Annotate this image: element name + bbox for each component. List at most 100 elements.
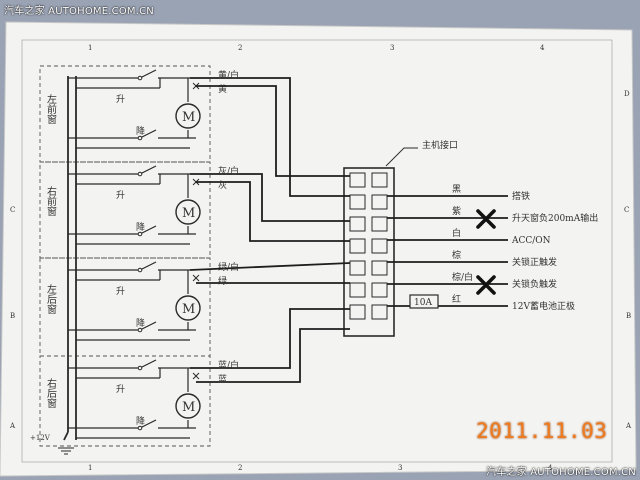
cross-mark-icon [476,209,496,229]
ground-icon [58,447,74,455]
wire-label-rear-right-2: 蓝 [218,373,227,385]
output-color-label: 紫 [452,206,461,217]
connector-label: 主机接口 [422,139,458,151]
window-wire [190,77,350,197]
svg-text:2: 2 [238,464,242,472]
connector-pin [371,260,388,276]
switch-contact [137,171,143,177]
output-name-label: 12V蓄电池正极 [512,300,575,312]
connector-pin [349,238,366,254]
fuse: 10A [409,294,439,309]
svg-text:2: 2 [238,44,242,52]
up-label: 升 [116,384,125,395]
svg-text:C: C [624,206,629,214]
ruler-right: D C B A [624,90,632,430]
output-color-label: 黑 [452,184,461,195]
common-bus [63,76,77,441]
window-wire [196,181,350,242]
down-label: 降 [136,317,145,329]
switch-contact [137,231,143,237]
window-front-right: 升降M [68,165,201,245]
main-connector [343,167,395,337]
connector-pin [349,260,366,276]
svg-text:B: B [626,312,631,320]
svg-text:1: 1 [88,44,92,52]
wire-label-front-left-1: 黄/白 [218,69,239,81]
up-switch-blade [139,359,157,369]
connector-pin [371,304,388,320]
connector-pin [371,238,388,254]
window-names: 左前窗 右前窗 左后窗 右后窗 [45,93,57,409]
down-switch-blade [139,321,157,331]
down-switch-blade [139,419,157,429]
motor-symbol: M [182,302,195,317]
ruler-bottom: 1 2 3 4 [88,464,553,472]
svg-text:D: D [624,90,630,98]
motor-symbol: M [182,110,195,125]
drawing-frame [21,39,613,463]
wire-label-front-right-1: 灰/白 [218,165,239,177]
down-label: 降 [136,415,145,427]
window-front-left: 升降 M [68,69,201,149]
motor-icon [175,393,201,419]
wire-label-rear-right-1: 蓝/白 [218,359,239,371]
output-color-label: 白 [452,227,461,239]
svg-text:3: 3 [398,464,402,472]
window-wire [196,328,350,383]
svg-text:4: 4 [540,44,545,52]
connector-pin [371,172,388,188]
window-box-rear-right [39,355,211,447]
output-color-label: 红 [452,293,461,305]
wire-label-front-left-2: 黄 [218,83,227,95]
relay-cross-icon [192,274,200,282]
window-wire [196,85,350,177]
window-wire [190,308,350,369]
down-label: 降 [136,125,145,137]
cross-mark-icon [476,275,496,295]
switch-contact [137,327,143,333]
output-color-label: 棕/白 [452,271,473,283]
down-switch-blade [139,225,157,235]
window-name-front-right: 右前窗 [45,185,57,217]
up-switch-blade [139,165,157,175]
output-name-label: 关锁负触发 [512,278,557,290]
wire-label-rear-left-1: 绿/白 [218,261,239,273]
switch-contact [137,75,143,81]
up-switch-blade [139,69,157,79]
up-label: 升 [116,286,125,297]
window-wires [189,77,351,383]
connector-pin [371,282,388,298]
output-color-label: 棕 [452,249,461,261]
site-watermark-top: 汽车之家 AUTOHOME.COM.CN [4,6,154,17]
connector-pin [349,282,366,298]
connector-pin [371,216,388,232]
output-name-label: 搭铁 [512,190,530,202]
output-name-label: ACC/ON [511,236,551,246]
connector-pin [349,216,366,232]
svg-text:B: B [10,312,15,320]
motor-symbol: M [182,206,195,221]
date-stamp: 2011.11.03 [476,419,608,443]
fuse-label: 10A [414,298,432,308]
down-switch-blade [139,129,157,139]
svg-text:A: A [9,422,16,430]
wire-label-front-right-2: 灰 [218,179,227,191]
motor-icon [175,295,201,321]
svg-text:1: 1 [88,464,92,472]
switch-contact [137,365,143,371]
connector-pin [349,304,366,320]
up-switch-blade [139,261,157,271]
window-rear-right: 升降M [68,359,201,439]
ruler-left: C B A [9,206,16,430]
svg-text:C: C [10,206,15,214]
switch-contact [137,135,143,141]
connector-pin [349,172,366,188]
up-label: 升 [116,94,125,105]
motor-icon [175,199,201,225]
connector-pin [349,194,366,210]
up-label: 升 [116,190,125,201]
ruler-top: 1 2 3 4 [88,44,545,52]
svg-text:A: A [625,422,632,430]
ground-label: +12V [30,434,51,442]
connector-leader [385,147,418,167]
